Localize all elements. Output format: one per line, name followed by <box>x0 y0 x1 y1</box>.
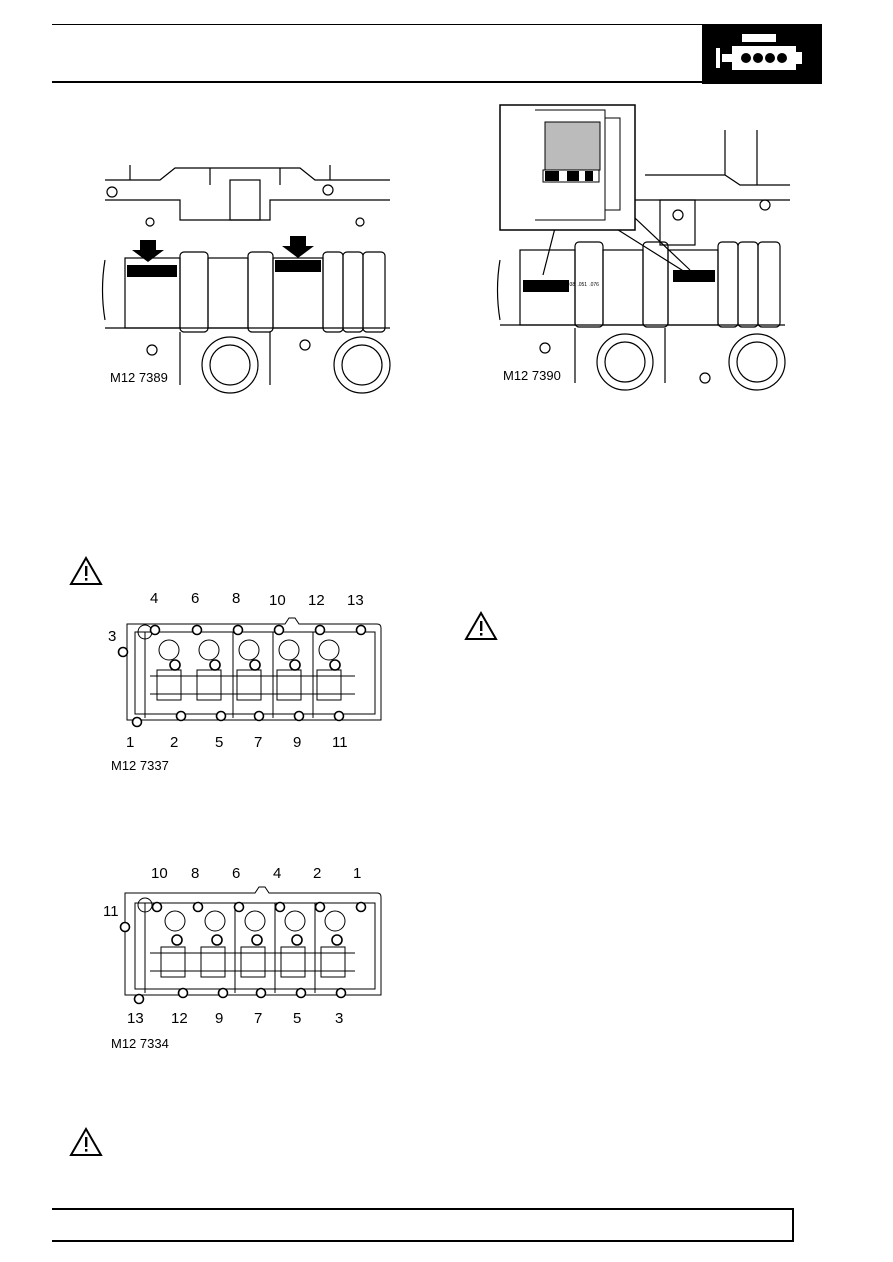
sequence-number: 2 <box>170 734 179 751</box>
warning-icon <box>463 610 499 642</box>
figure-code: M12 7334 <box>111 1036 169 1051</box>
header-rule <box>52 81 822 83</box>
sequence-number: 1 <box>126 734 135 751</box>
warning-icon <box>68 555 104 587</box>
gauge-scale: mm .025 .038 .051 .076 <box>543 282 599 304</box>
sequence-number: 13 <box>127 1010 144 1027</box>
figure-camshaft-marks: M12 7389 <box>100 160 395 394</box>
header-top-rule <box>52 24 822 25</box>
gauge-label: .076 <box>589 282 599 288</box>
figure-loosening-sequence: 10 8 6 4 2 1 11 13 12 9 7 5 3 M12 7334 <box>103 863 388 1053</box>
sequence-number: 5 <box>293 1010 302 1027</box>
sequence-number: 11 <box>332 734 348 751</box>
sequence-number: 6 <box>232 865 241 882</box>
sequence-number: 4 <box>150 590 159 607</box>
sequence-number: 12 <box>171 1010 188 1027</box>
sequence-number: 12 <box>308 592 325 609</box>
sequence-number: 10 <box>269 592 286 609</box>
gauge-label: .025 <box>553 282 564 288</box>
warning-icon <box>68 1126 104 1158</box>
sequence-number: 6 <box>191 590 200 607</box>
gauge-label: .038 <box>565 282 576 288</box>
gauge-label: mm <box>543 282 552 288</box>
sequence-number: 13 <box>347 592 364 609</box>
sequence-number: 2 <box>313 865 322 882</box>
engine-icon <box>702 24 822 84</box>
figure-code: M12 7389 <box>110 370 168 385</box>
sequence-number: 10 <box>151 865 168 882</box>
sequence-number: 8 <box>191 865 200 882</box>
figure-tightening-sequence: 4 6 8 10 12 13 3 1 2 5 7 9 11 M12 7337 <box>105 588 390 773</box>
footer-box <box>52 1208 794 1242</box>
sequence-number: 5 <box>215 734 224 751</box>
sequence-number: 1 <box>353 865 362 882</box>
sequence-number: 3 <box>108 628 117 645</box>
figure-code: M12 7390 <box>503 368 561 383</box>
sequence-number: 7 <box>254 734 263 751</box>
sequence-number: 9 <box>215 1010 224 1027</box>
sequence-number: 8 <box>232 590 241 607</box>
figure-code: M12 7337 <box>111 758 169 773</box>
sequence-number: 11 <box>103 903 119 920</box>
gauge-label: .051 <box>577 282 588 288</box>
sequence-number: 4 <box>273 865 282 882</box>
sequence-number: 7 <box>254 1010 263 1027</box>
sequence-number: 9 <box>293 734 302 751</box>
sequence-number: 3 <box>335 1010 344 1027</box>
figure-plastigauge: mm .025 .038 .051 .076 M12 7390 <box>495 100 795 391</box>
